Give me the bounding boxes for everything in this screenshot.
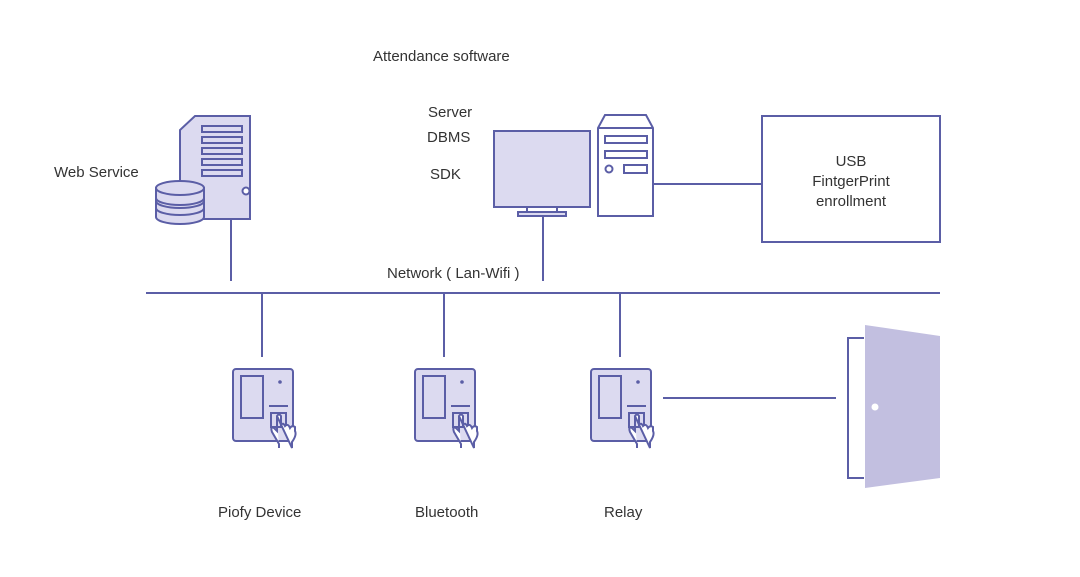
fingerprint-terminal-icon-relay <box>590 368 655 449</box>
sdk-label: SDK <box>430 166 461 183</box>
diagram-title: Attendance software <box>373 48 510 65</box>
web-service-label: Web Service <box>54 164 139 181</box>
dbms-label: DBMS <box>427 129 471 146</box>
device-label-piofy: Piofy Device <box>218 504 302 521</box>
desktop-tower-icon <box>597 114 654 217</box>
network-label: Network ( Lan-Wifi ) <box>387 265 520 282</box>
device-label-bluetooth: Bluetooth <box>415 504 479 521</box>
database-icon <box>155 180 205 225</box>
server-label: Server <box>428 104 473 121</box>
usb-enrollment-text: USB FintgerPrint enrollment <box>762 152 940 212</box>
usb-line-1: USB <box>835 153 867 170</box>
monitor-icon <box>493 130 591 217</box>
fingerprint-terminal-icon-piofy <box>232 368 297 449</box>
usb-enrollment-box <box>761 115 941 243</box>
door-icon <box>847 325 940 488</box>
usb-line-2: FintgerPrint <box>812 173 890 190</box>
usb-line-3: enrollment <box>815 193 887 210</box>
device-label-relay: Relay <box>604 504 643 521</box>
fingerprint-terminal-icon-bluetooth <box>414 368 479 449</box>
